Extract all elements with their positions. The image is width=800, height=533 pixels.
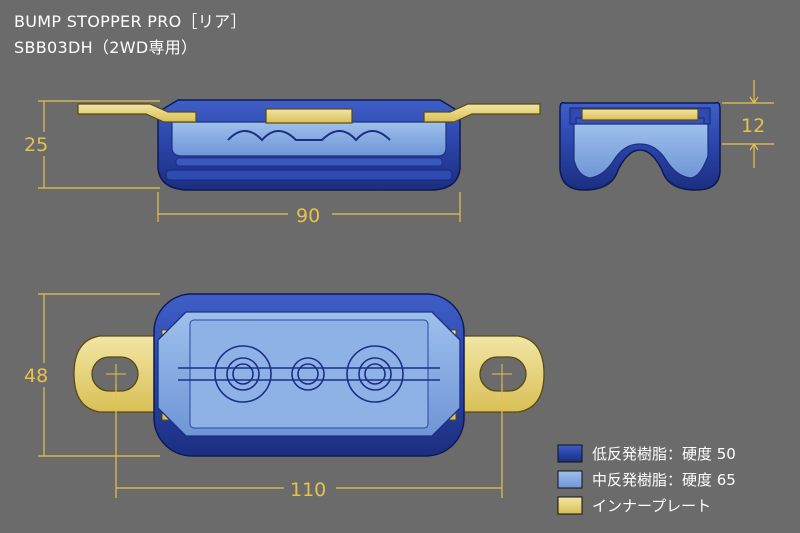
- legend-swatch-inner-plate: [557, 496, 583, 515]
- end-inner-body: [573, 123, 709, 179]
- legend-swatch-low-resin: [557, 444, 583, 463]
- product-title: BUMP STOPPER PRO［リア］: [14, 12, 247, 31]
- legend-swatch-mid-resin: [557, 470, 583, 489]
- legend-label-mid-resin: 中反発樹脂：硬度 65: [592, 471, 736, 489]
- side-view: [77, 99, 541, 191]
- top-view: [73, 293, 545, 457]
- side-base-groove: [175, 157, 443, 167]
- side-bumps: [227, 130, 391, 142]
- dim-side-width: 90: [296, 205, 320, 227]
- dim-side-height: 25: [24, 134, 48, 156]
- legend-label-inner-plate: インナープレート: [592, 497, 711, 515]
- dim-top-width: 48: [24, 365, 48, 387]
- end-inner-plate: [581, 108, 699, 121]
- product-model: SBB03DH（2WD専用）: [14, 38, 198, 57]
- side-inner-plate-right: [423, 103, 541, 123]
- side-inner-plate-center: [265, 108, 353, 124]
- end-dimensions: [722, 80, 774, 168]
- legend: 低反発樹脂：硬度 50 中反発樹脂：硬度 65 インナープレート: [557, 444, 736, 515]
- dim-top-length: 110: [290, 479, 326, 501]
- side-inner-plate-left: [77, 103, 197, 123]
- top-inner-panel: [189, 319, 429, 429]
- dim-end-height: 12: [741, 115, 765, 137]
- end-view: [559, 101, 721, 191]
- top-holes: [178, 345, 440, 403]
- legend-label-low-resin: 低反発樹脂：硬度 50: [592, 445, 736, 463]
- side-base-line: [165, 169, 453, 181]
